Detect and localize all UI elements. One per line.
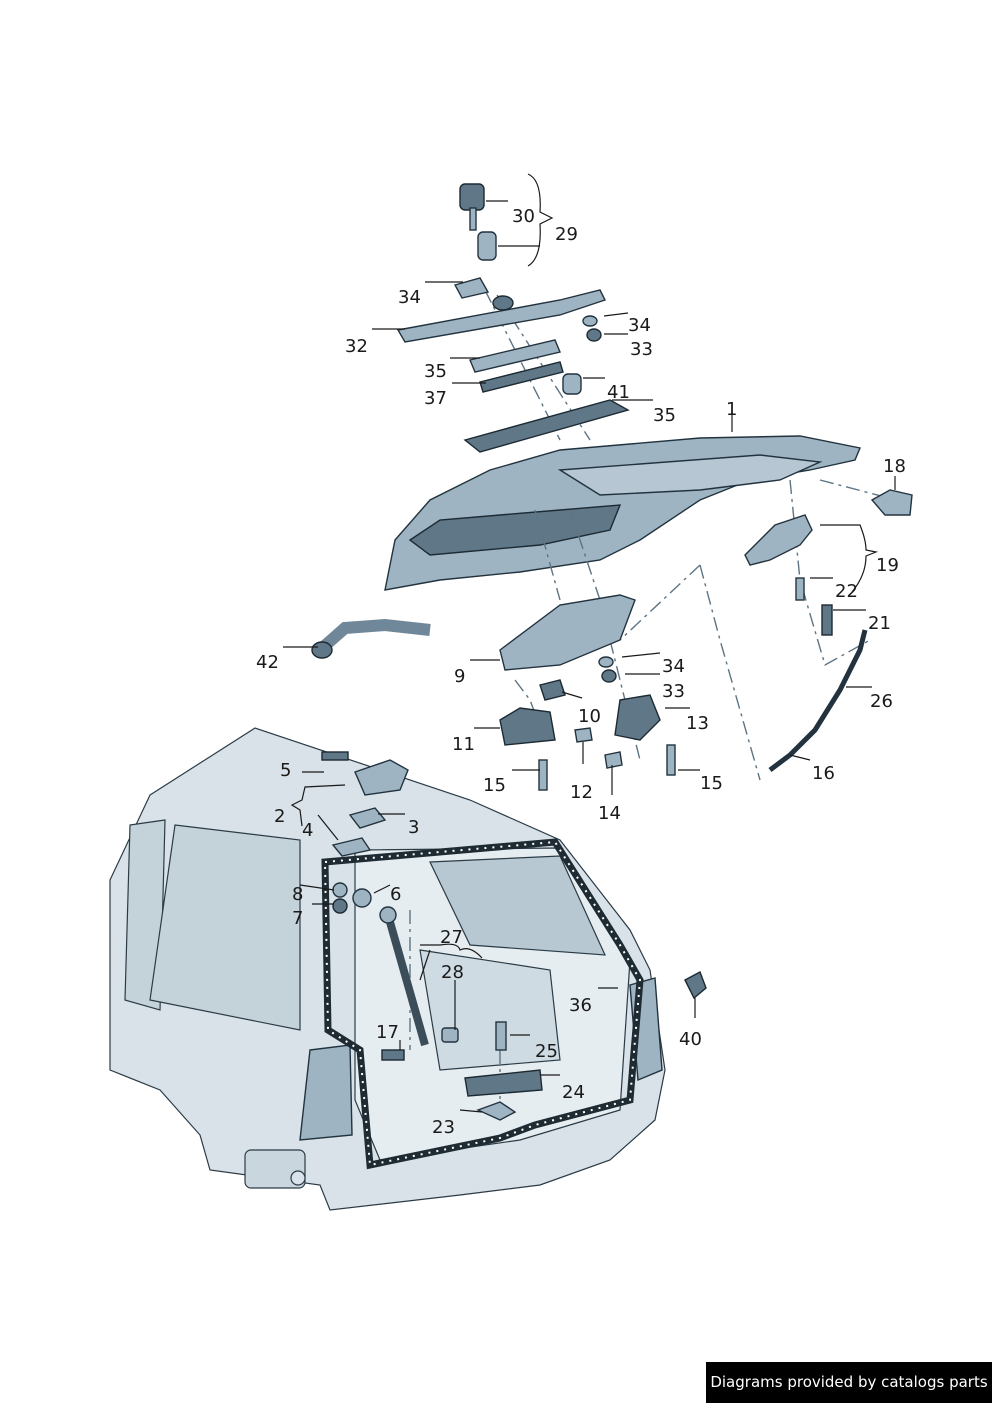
callout-41: 41	[607, 382, 630, 403]
callout-18: 18	[883, 456, 906, 477]
callout-16: 16	[812, 763, 835, 784]
callout-7: 7	[292, 908, 303, 929]
callout-3: 3	[408, 817, 419, 838]
attribution-footer: Diagrams provided by catalogs parts	[706, 1362, 992, 1403]
callout-24: 24	[562, 1082, 585, 1103]
key-part-30	[459, 183, 485, 231]
callout-30: 30	[512, 206, 535, 227]
callout-21: 21	[868, 613, 891, 634]
callout-33: 33	[630, 339, 653, 360]
seal-strip-part-35	[463, 399, 630, 453]
bolts-part-15	[538, 744, 676, 791]
callout-40: 40	[679, 1029, 702, 1050]
leader-lines	[283, 173, 896, 1113]
buffer-part-41	[562, 373, 582, 395]
callout-2: 2	[274, 806, 285, 827]
callout-15a: 15	[483, 775, 506, 796]
gasket-part-39	[479, 361, 564, 393]
callout-28: 28	[441, 962, 464, 983]
callout-5: 5	[280, 760, 291, 781]
callout-32: 32	[345, 336, 368, 357]
callout-15b: 15	[700, 773, 723, 794]
tailgate-panel	[384, 435, 861, 591]
bolt-part-21-22	[795, 577, 833, 636]
callout-6: 6	[390, 884, 401, 905]
callout-4: 4	[302, 820, 313, 841]
callout-34b: 34	[662, 656, 685, 677]
callout-35: 35	[653, 405, 676, 426]
callout-26: 26	[870, 691, 893, 712]
callout-labels: 30 29 34 32 34 33 35 37 41 35 1 18 19 22…	[256, 206, 906, 1138]
callout-22: 22	[835, 581, 858, 602]
buffer-part-28	[441, 1027, 459, 1043]
plate-part-3-4	[331, 807, 387, 857]
callout-10: 10	[578, 706, 601, 727]
plate-part-37	[469, 339, 561, 373]
bolt-part-17	[381, 1049, 405, 1061]
lock-striker-part-24	[464, 1069, 543, 1097]
callout-27: 27	[440, 927, 463, 948]
callout-34: 34	[628, 315, 651, 336]
cable-part-16-26	[768, 629, 868, 772]
callout-17: 17	[376, 1022, 399, 1043]
callout-12: 12	[570, 782, 593, 803]
handle-strip-part-32	[396, 289, 606, 343]
hinge-part-2-5	[321, 751, 409, 796]
callout-9: 9	[454, 666, 465, 687]
callout-1: 1	[726, 399, 737, 420]
washer-nut-parts-33-34	[582, 315, 617, 683]
hose-part-42	[311, 618, 431, 659]
callout-36: 36	[569, 995, 592, 1016]
lock-mechanism-part-9	[499, 594, 636, 671]
callout-29: 29	[555, 224, 578, 245]
buffer-part-40	[684, 971, 707, 1000]
callout-23: 23	[432, 1117, 455, 1138]
buffer-part-18	[870, 489, 913, 516]
callout-39: 37	[424, 388, 447, 409]
callout-19: 19	[876, 555, 899, 576]
hinge-part-19	[744, 514, 813, 566]
connector-part-14	[604, 751, 623, 769]
callout-8: 8	[292, 884, 303, 905]
actuator-part-11	[499, 707, 556, 746]
callout-14: 14	[598, 803, 621, 824]
switch-part-10	[539, 679, 566, 701]
striker-part-23	[476, 1101, 517, 1121]
callout-37: 35	[424, 361, 447, 382]
gas-strut-part-27	[379, 906, 429, 1047]
lock-cylinder-part-29	[477, 231, 497, 261]
bracket-part-38	[453, 277, 490, 299]
callout-13: 13	[686, 713, 709, 734]
motor-part-13	[614, 694, 661, 741]
nuts-part-6-7-8	[332, 882, 372, 914]
callout-33b: 33	[662, 681, 685, 702]
callout-38: 34	[398, 287, 421, 308]
clip-part-12	[574, 727, 593, 743]
callout-11: 11	[452, 734, 475, 755]
screw-part-25	[495, 1021, 507, 1051]
callout-25: 25	[535, 1041, 558, 1062]
callout-42: 42	[256, 652, 279, 673]
